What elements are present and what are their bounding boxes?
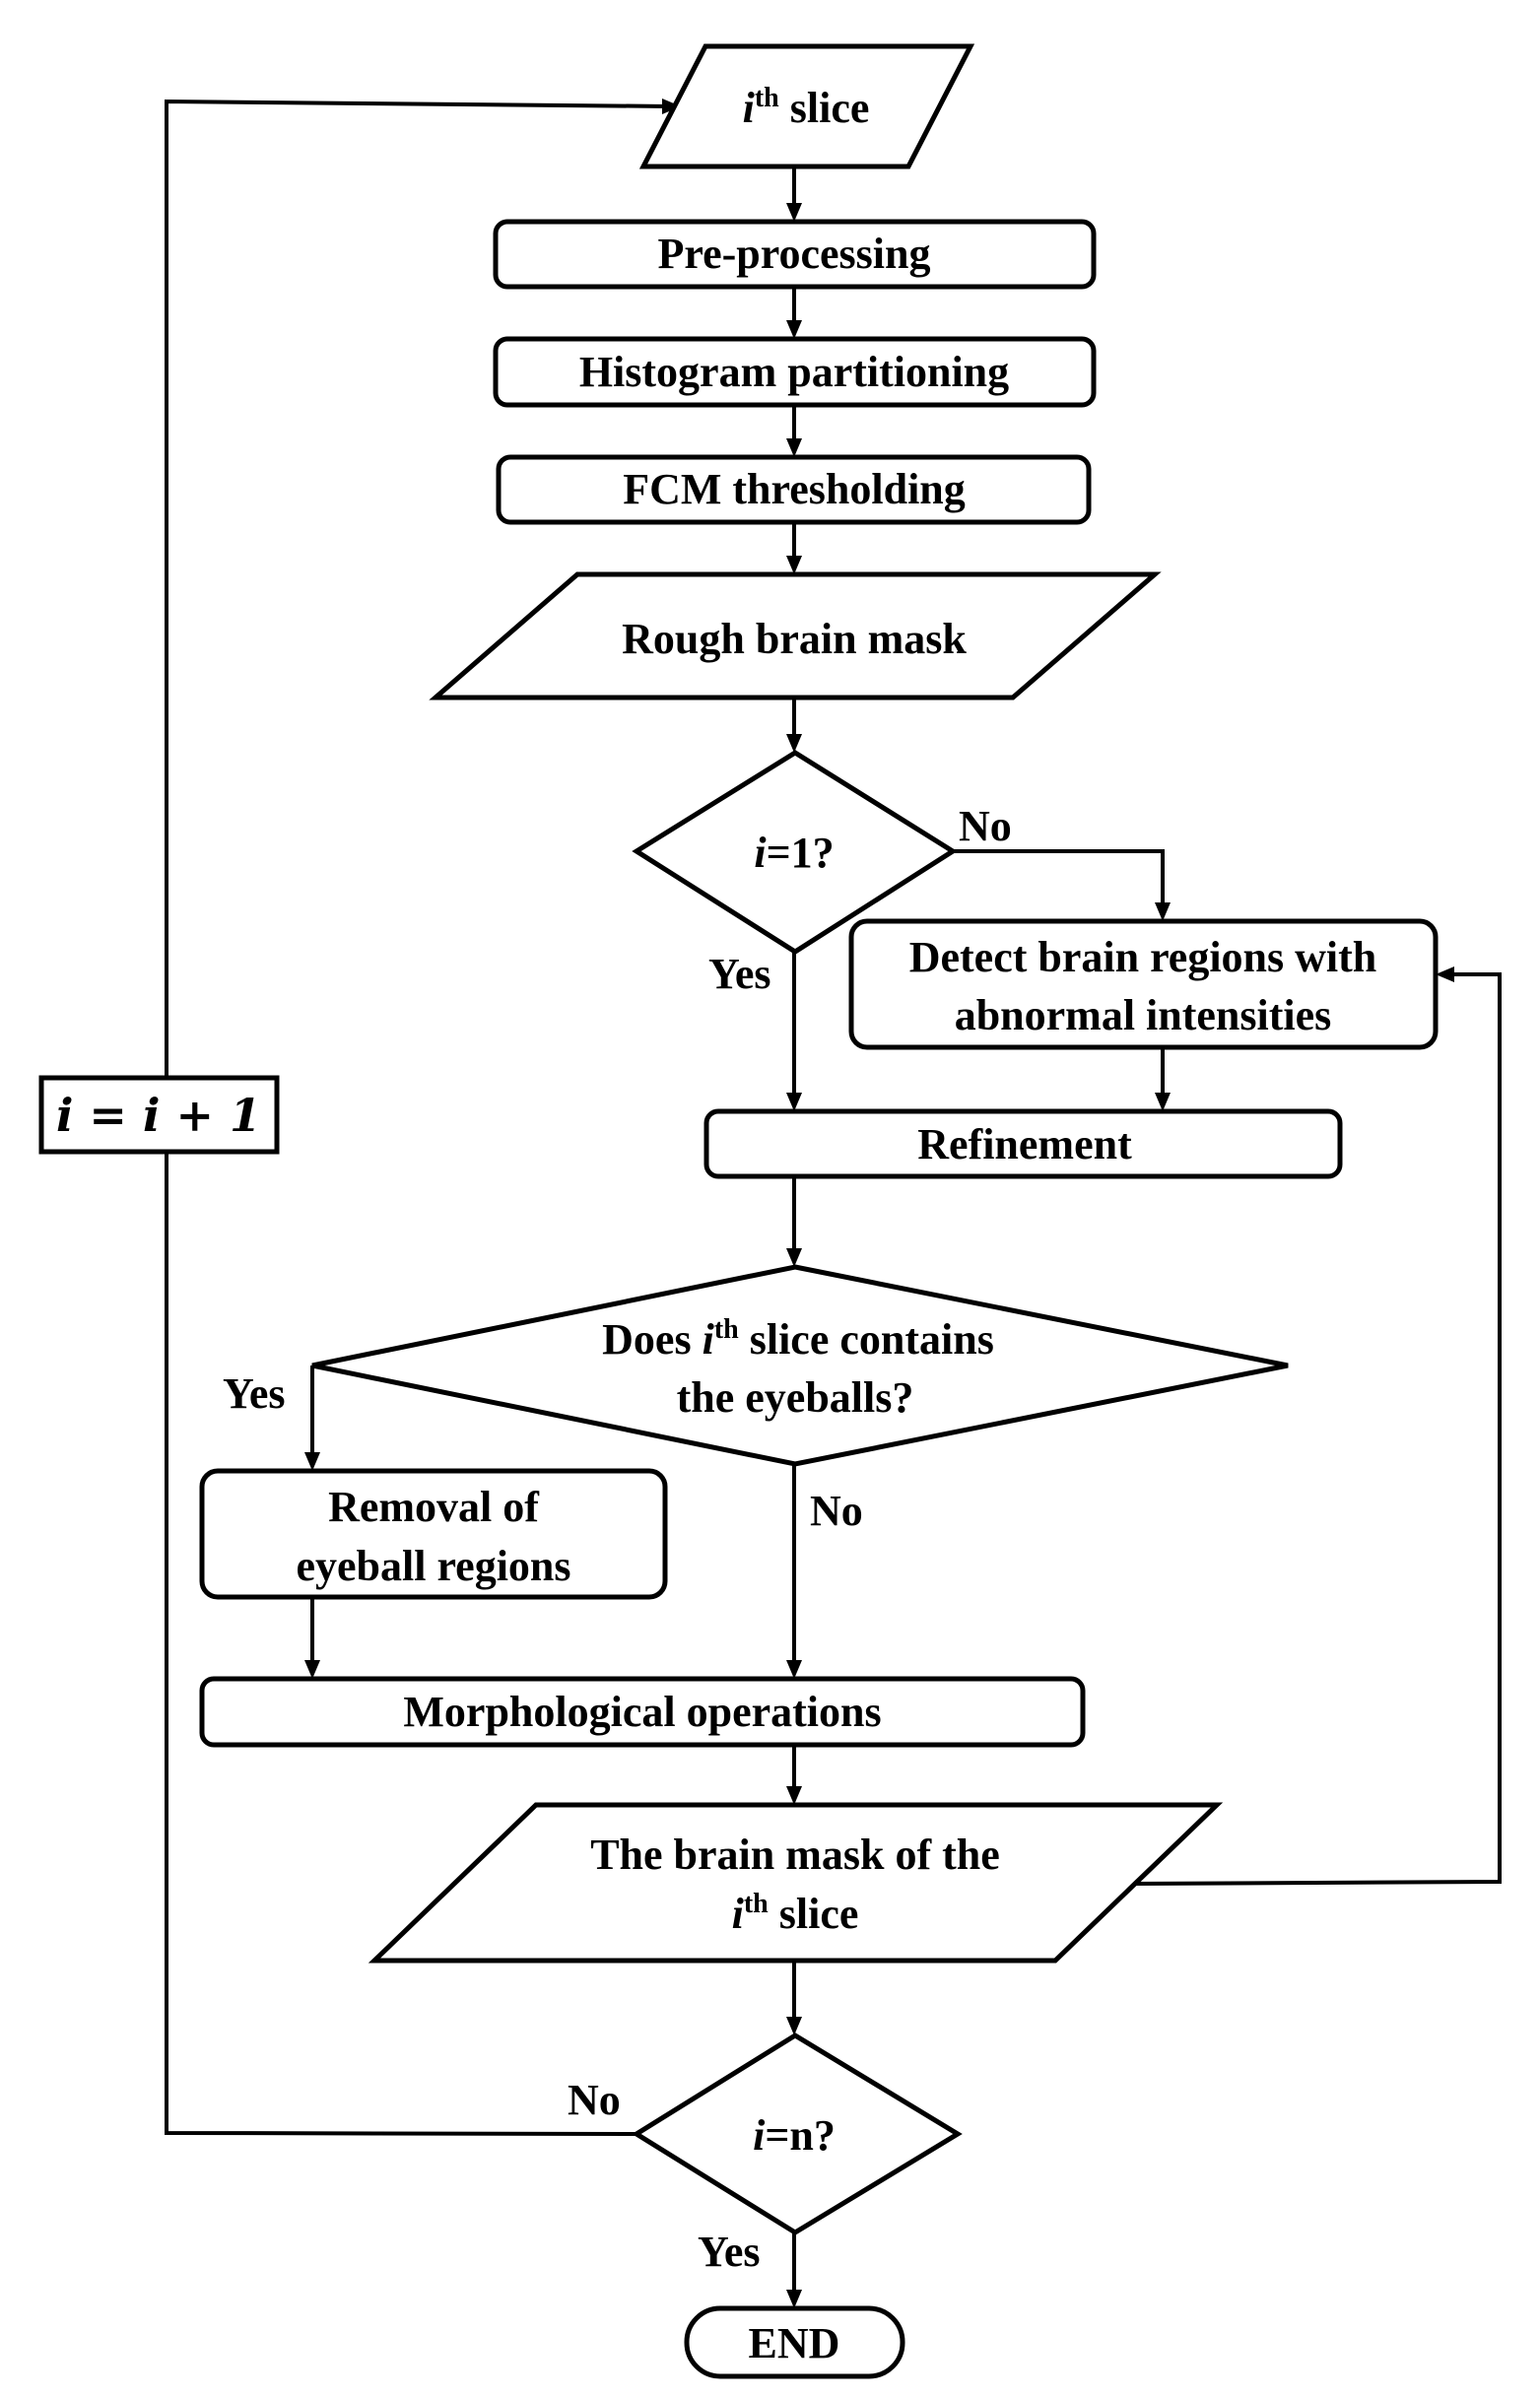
decision-first-text: =1? [767, 829, 835, 877]
decision-last-label: i=n? [753, 2111, 836, 2160]
morph-label: Morphological operations [403, 1688, 881, 1736]
removal-label-line1: Removal of [328, 1483, 540, 1531]
preprocessing-label: Pre-processing [658, 230, 931, 278]
node-detect: Detect brain regions with abnormal inten… [848, 918, 1439, 1050]
node-increment: i = i + 1 [38, 1075, 280, 1155]
node-removal: Removal of eyeball regions [199, 1468, 668, 1600]
arrow-decision-first-no [953, 849, 1165, 911]
end-terminator [684, 2305, 905, 2379]
node-preprocessing: Pre-processing [493, 219, 1097, 290]
edge-label-first-yes: Yes [708, 950, 771, 998]
brain-mask-parallelogram [368, 1802, 1224, 1964]
preprocessing-box [493, 219, 1097, 290]
start-parallelogram [638, 43, 975, 169]
rough-mask-parallelogram [429, 571, 1162, 700]
arrowheads [304, 99, 1454, 2308]
var-i: i [754, 829, 767, 877]
arrow-brain-mask-to-detect [1130, 972, 1502, 1886]
decision-first-diamond [632, 750, 958, 955]
arrowhead [786, 734, 802, 753]
var-i: i [753, 2111, 766, 2160]
removal-label-line2: eyeball regions [296, 1542, 570, 1590]
superscript-th: th [714, 1314, 739, 1345]
edge-label-last-yes: Yes [698, 2228, 761, 2276]
arrow-decision-last-no [165, 1152, 637, 2136]
refinement-label: Refinement [917, 1120, 1132, 1168]
detect-box [848, 918, 1439, 1050]
decision-last-text: =n? [765, 2111, 836, 2160]
refinement-box [703, 1108, 1343, 1179]
edge-label-eyeballs-no: No [810, 1487, 863, 1535]
histogram-label: Histogram partitioning [579, 348, 1009, 396]
arrowhead [786, 2290, 802, 2308]
node-brain-mask: The brain mask of the ith slice [368, 1802, 1224, 1964]
morph-box [199, 1676, 1086, 1748]
text-slice-contains: slice contains [750, 1315, 994, 1364]
connectors [165, 99, 1502, 2298]
detect-label-line1: Detect brain regions with [909, 933, 1377, 981]
decision-eyeballs-line2: the eyeballs? [677, 1373, 914, 1422]
decision-eyeballs-line1: Does ith slice contains [602, 1314, 994, 1364]
node-decision-last: i=n? [632, 2032, 963, 2235]
node-start: ith slice [638, 43, 975, 169]
arrowhead [304, 1660, 320, 1679]
node-morph: Morphological operations [199, 1676, 1086, 1748]
arrowhead [786, 438, 802, 457]
histogram-box [493, 336, 1097, 408]
arrowhead [304, 1452, 320, 1471]
brain-mask-line2: ith slice [732, 1889, 859, 1938]
arrowhead [786, 1660, 802, 1679]
decision-first-label: i=1? [754, 829, 834, 877]
superscript-th: th [744, 1889, 769, 1919]
var-i: i [743, 84, 756, 132]
arrow-increment-to-start [165, 99, 671, 1078]
node-refinement: Refinement [703, 1108, 1343, 1179]
arrowhead [786, 203, 802, 222]
fcm-label: FCM thresholding [623, 465, 966, 513]
arrowhead [1155, 902, 1171, 921]
rough-mask-label: Rough brain mask [622, 615, 967, 663]
superscript-th: th [755, 83, 779, 113]
edge-label-eyeballs-yes: Yes [223, 1369, 286, 1418]
decision-last-diamond [632, 2032, 963, 2235]
removal-box [199, 1468, 668, 1600]
node-decision-first: i=1? [632, 750, 958, 955]
node-histogram: Histogram partitioning [493, 336, 1097, 408]
var-i: i [703, 1315, 715, 1364]
arrowhead [786, 1248, 802, 1267]
node-end: END [684, 2305, 905, 2379]
increment-label: i = i + 1 [56, 1089, 261, 1142]
arrowhead [786, 556, 802, 574]
arrowhead [786, 2017, 802, 2035]
var-i: i [732, 1890, 745, 1938]
edge-label-last-no: No [568, 2076, 621, 2124]
node-decision-eyeballs: Does ith slice contains the eyeballs? [311, 1264, 1289, 1467]
detect-label-line2: abnormal intensities [955, 991, 1332, 1039]
increment-box [38, 1075, 280, 1155]
arrowhead [786, 1786, 802, 1805]
brain-mask-slice-text: slice [779, 1890, 859, 1938]
start-label: ith slice [743, 83, 870, 132]
start-text: slice [790, 84, 870, 132]
text-does: Does [602, 1315, 691, 1364]
node-rough-mask: Rough brain mask [429, 571, 1162, 700]
arrowhead [1155, 1093, 1171, 1111]
decision-eyeballs-diamond [311, 1264, 1289, 1467]
arrowhead [786, 320, 802, 339]
arrowhead [662, 99, 681, 114]
arrowhead [1436, 966, 1454, 982]
edge-label-first-no: No [959, 802, 1012, 850]
brain-mask-line1: The brain mask of the [590, 1831, 1000, 1879]
arrowhead [786, 1093, 802, 1111]
end-label: END [749, 2319, 840, 2367]
fcm-box [496, 454, 1092, 525]
node-fcm: FCM thresholding [496, 454, 1092, 525]
